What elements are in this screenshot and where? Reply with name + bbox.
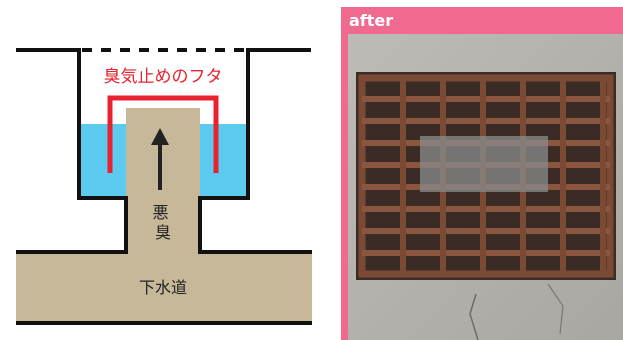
sewer-label: 下水道 (139, 278, 187, 297)
odor-label-char-2: 臭 (155, 223, 171, 242)
odor-label-char-1: 悪 (152, 203, 168, 222)
basin-wall-right (198, 48, 312, 254)
odor-arrow-head (151, 128, 169, 145)
odor-trap-lid (107, 95, 219, 173)
odor-label: 悪 臭 (152, 203, 173, 242)
odor-trap-diagram: 臭気止めのフタ 悪 臭 下水道 (16, 48, 312, 325)
grate-bar-vertical (560, 78, 566, 274)
after-badge: after (341, 7, 401, 34)
grate-bar-vertical (400, 78, 406, 274)
grate-bar-vertical (600, 78, 606, 274)
basin-wall-left (16, 48, 128, 254)
drain-grate-photo (348, 34, 623, 340)
lid-label: 臭気止めのフタ (104, 67, 223, 87)
sewer-pipe (16, 108, 312, 323)
